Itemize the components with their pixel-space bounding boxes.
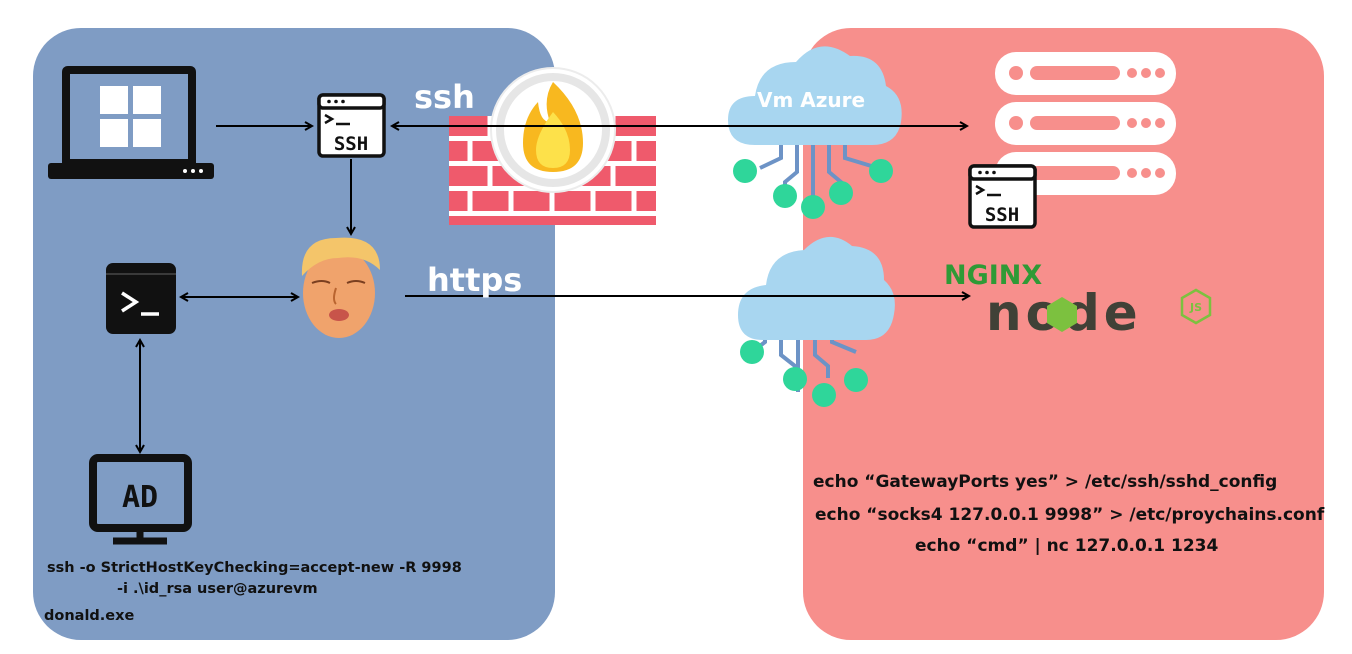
left-command-line-1: ssh -o StrictHostKeyChecking=accept-new … [47, 560, 462, 576]
right-command-line-3: echo “cmd” | nc 127.0.0.1 1234 [915, 536, 1219, 556]
server-stack-icon [995, 52, 1176, 195]
svg-text:AD: AD [122, 480, 158, 515]
firewall-icon [449, 67, 656, 225]
svg-text:JS: JS [1189, 301, 1202, 314]
right-command-line-1: echo “GatewayPorts yes” > /etc/ssh/sshd_… [813, 472, 1278, 492]
cloud-web-icon [738, 236, 895, 407]
https-label: https [427, 261, 523, 299]
connectors [140, 126, 969, 452]
svg-text:SSH: SSH [985, 204, 1019, 226]
svg-text:NGINX: NGINX [944, 260, 1042, 291]
nginx-node-logo: NGINX node JS [944, 260, 1212, 342]
ssh-server-terminal-icon: SSH [968, 164, 1037, 229]
ssh-terminal-icon: SSH [317, 93, 386, 158]
ssh-label: ssh [414, 78, 475, 116]
vm-azure-label: Vm Azure [757, 88, 866, 112]
terminal-icon [106, 263, 176, 334]
exe-name-label: donald.exe [44, 608, 135, 624]
windows-laptop-icon [48, 66, 214, 179]
donald-face-icon [301, 237, 380, 338]
ad-monitor-icon: AD [89, 454, 192, 545]
left-command-line-2: -i .\id_rsa user@azurevm [117, 581, 318, 597]
right-command-line-2: echo “socks4 127.0.0.1 9998” > /etc/proy… [815, 505, 1325, 525]
cloud-vm-azure-icon [728, 46, 902, 219]
svg-text:SSH: SSH [334, 133, 368, 155]
